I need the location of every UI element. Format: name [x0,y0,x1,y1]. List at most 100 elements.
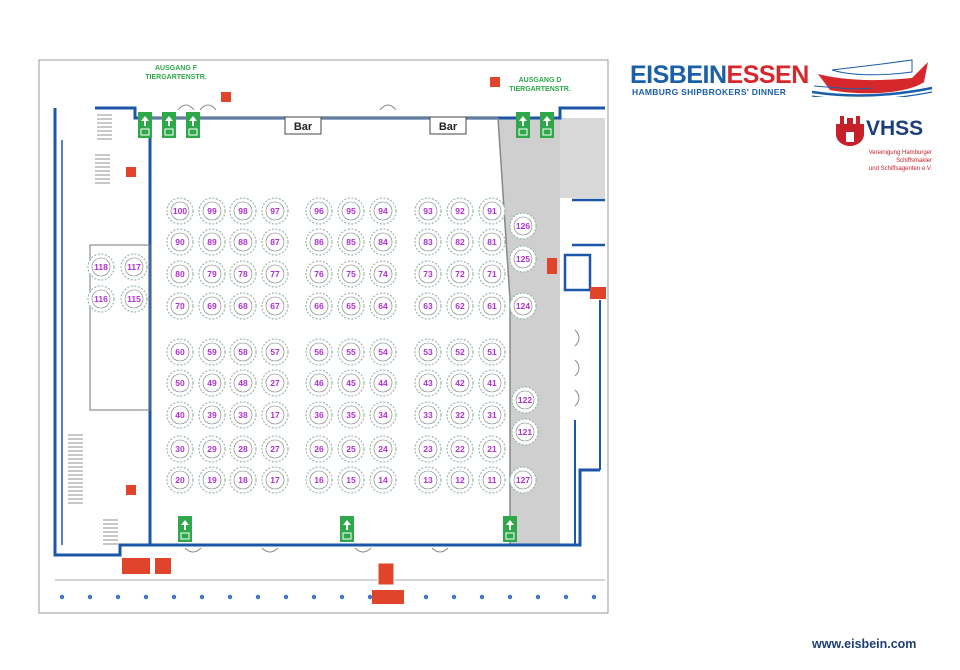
round-table[interactable]: 60 [166,338,194,366]
round-table[interactable]: 46 [305,369,333,397]
round-table[interactable]: 77 [261,260,289,288]
round-table[interactable]: 82 [446,228,474,256]
round-table[interactable]: 17 [261,401,289,429]
round-table[interactable]: 59 [198,338,226,366]
round-table[interactable]: 49 [198,369,226,397]
round-table[interactable]: 67 [261,292,289,320]
round-table[interactable]: 69 [198,292,226,320]
round-table[interactable]: 16 [305,466,333,494]
round-table[interactable]: 73 [414,260,442,288]
round-table[interactable]: 66 [305,292,333,320]
round-table[interactable]: 84 [369,228,397,256]
round-table[interactable]: 28 [229,435,257,463]
round-table[interactable]: 12 [446,466,474,494]
round-table[interactable]: 38 [229,401,257,429]
round-table[interactable]: 96 [305,197,333,225]
round-table[interactable]: 116 [87,285,115,313]
round-table[interactable]: 97 [261,197,289,225]
round-table[interactable]: 53 [414,338,442,366]
round-table[interactable]: 48 [229,369,257,397]
round-table[interactable]: 13 [414,466,442,494]
round-table[interactable]: 90 [166,228,194,256]
round-table[interactable]: 61 [478,292,506,320]
round-table[interactable]: 85 [337,228,365,256]
round-table[interactable]: 92 [446,197,474,225]
round-table[interactable]: 62 [446,292,474,320]
round-table[interactable]: 19 [198,466,226,494]
round-table[interactable]: 51 [478,338,506,366]
round-table[interactable]: 39 [198,401,226,429]
round-table[interactable]: 23 [414,435,442,463]
round-table[interactable]: 41 [478,369,506,397]
round-table[interactable]: 18 [229,466,257,494]
round-table[interactable]: 63 [414,292,442,320]
round-table[interactable]: 25 [337,435,365,463]
round-table[interactable]: 71 [478,260,506,288]
round-table[interactable]: 122 [511,386,539,414]
round-table[interactable]: 65 [337,292,365,320]
round-table[interactable]: 88 [229,228,257,256]
round-table[interactable]: 20 [166,466,194,494]
round-table[interactable]: 57 [261,338,289,366]
round-table[interactable]: 42 [446,369,474,397]
round-table[interactable]: 58 [229,338,257,366]
round-table[interactable]: 75 [337,260,365,288]
round-table[interactable]: 26 [305,435,333,463]
round-table[interactable]: 54 [369,338,397,366]
round-table[interactable]: 21 [478,435,506,463]
round-table[interactable]: 14 [369,466,397,494]
round-table[interactable]: 83 [414,228,442,256]
round-table[interactable]: 127 [509,466,537,494]
round-table[interactable]: 27 [261,435,289,463]
round-table[interactable]: 86 [305,228,333,256]
round-table[interactable]: 81 [478,228,506,256]
round-table[interactable]: 55 [337,338,365,366]
round-table[interactable]: 115 [120,285,148,313]
round-table[interactable]: 78 [229,260,257,288]
round-table[interactable]: 64 [369,292,397,320]
round-table[interactable]: 72 [446,260,474,288]
round-table[interactable]: 99 [198,197,226,225]
round-table[interactable]: 93 [414,197,442,225]
website-link[interactable]: www.eisbein.com [812,637,917,651]
round-table[interactable]: 31 [478,401,506,429]
round-table[interactable]: 87 [261,228,289,256]
round-table[interactable]: 36 [305,401,333,429]
round-table[interactable]: 121 [511,418,539,446]
round-table[interactable]: 56 [305,338,333,366]
round-table[interactable]: 117 [120,253,148,281]
round-table[interactable]: 11 [478,466,506,494]
round-table[interactable]: 30 [166,435,194,463]
round-table[interactable]: 32 [446,401,474,429]
round-table[interactable]: 100 [166,197,194,225]
round-table[interactable]: 79 [198,260,226,288]
round-table[interactable]: 124 [509,292,537,320]
round-table[interactable]: 91 [478,197,506,225]
round-table[interactable]: 34 [369,401,397,429]
round-table[interactable]: 29 [198,435,226,463]
round-table[interactable]: 76 [305,260,333,288]
round-table[interactable]: 94 [369,197,397,225]
round-table[interactable]: 98 [229,197,257,225]
round-table[interactable]: 27 [261,369,289,397]
round-table[interactable]: 33 [414,401,442,429]
round-table[interactable]: 52 [446,338,474,366]
round-table[interactable]: 17 [261,466,289,494]
round-table[interactable]: 40 [166,401,194,429]
round-table[interactable]: 118 [87,253,115,281]
round-table[interactable]: 15 [337,466,365,494]
round-table[interactable]: 126 [509,212,537,240]
round-table[interactable]: 125 [509,245,537,273]
round-table[interactable]: 68 [229,292,257,320]
round-table[interactable]: 35 [337,401,365,429]
round-table[interactable]: 89 [198,228,226,256]
round-table[interactable]: 80 [166,260,194,288]
round-table[interactable]: 43 [414,369,442,397]
round-table[interactable]: 70 [166,292,194,320]
round-table[interactable]: 44 [369,369,397,397]
round-table[interactable]: 45 [337,369,365,397]
round-table[interactable]: 22 [446,435,474,463]
round-table[interactable]: 74 [369,260,397,288]
round-table[interactable]: 50 [166,369,194,397]
round-table[interactable]: 95 [337,197,365,225]
